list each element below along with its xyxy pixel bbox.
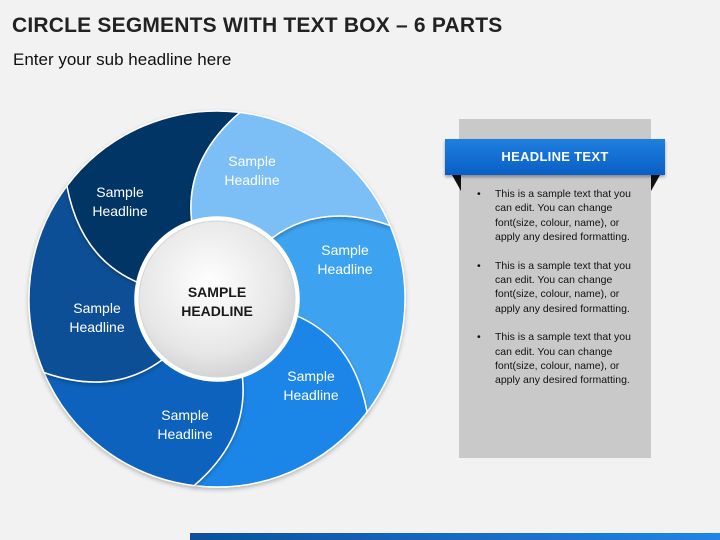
bullet-symbol: •: [477, 188, 481, 200]
banner-fold-left: [452, 175, 461, 191]
center-hub: SAMPLE HEADLINE: [135, 217, 299, 381]
segment-1-label-line2: Headline: [224, 172, 279, 188]
text-box-bullets: • This is a sample text that you can edi…: [473, 187, 645, 402]
center-label-line1: SAMPLE: [188, 284, 246, 300]
page-title: CIRCLE SEGMENTS WITH TEXT BOX – 6 PARTS: [12, 14, 503, 37]
bullet-item: • This is a sample text that you can edi…: [473, 330, 645, 388]
bullet-symbol: •: [477, 331, 481, 344]
bullet-text: This is a sample text that you can edit.…: [495, 331, 631, 387]
bullet-symbol: •: [477, 259, 481, 272]
segment-5-label-line2: Headline: [69, 319, 124, 335]
segment-3-label-line2: Headline: [283, 387, 338, 403]
segment-4-label-line1: Sample: [161, 407, 209, 423]
segment-2-label-line1: Sample: [321, 242, 369, 258]
text-box-headline: HEADLINE TEXT: [445, 139, 665, 175]
segment-4-label-line2: Headline: [157, 426, 212, 442]
bullet-item: • This is a sample text that you can edi…: [473, 259, 645, 317]
segment-6-label-line1: Sample: [96, 184, 144, 200]
text-box-panel: [459, 119, 651, 458]
bullet-text: This is a sample text that you can edit.…: [495, 188, 631, 244]
page-subtitle: Enter your sub headline here: [13, 50, 232, 69]
segment-1-label-line1: Sample: [228, 153, 276, 169]
segment-5-label-line1: Sample: [73, 300, 121, 316]
segment-6-label-line2: Headline: [92, 203, 147, 219]
center-label-line2: HEADLINE: [181, 303, 253, 319]
segment-3-label-line1: Sample: [287, 368, 335, 384]
bullet-item: • This is a sample text that you can edi…: [473, 187, 645, 245]
banner-fold-right: [651, 175, 660, 191]
bullet-text: This is a sample text that you can edit.…: [495, 259, 631, 315]
segment-2-label-line2: Headline: [317, 261, 372, 277]
bottom-accent-bar: [190, 533, 720, 540]
segment-labels-layer: SampleHeadlineSampleHeadlineSampleHeadli…: [69, 153, 372, 442]
